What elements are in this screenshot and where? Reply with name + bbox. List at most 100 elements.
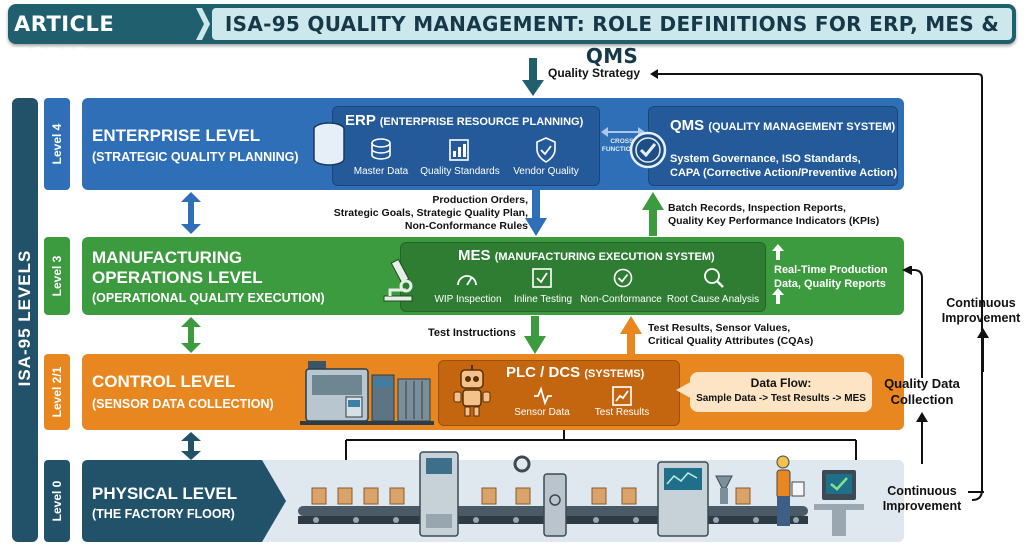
mes-item-root-cause: Root Cause Analysis [666, 294, 760, 305]
cross-functional-arrow-icon [601, 127, 645, 137]
qms-title: QMS [670, 117, 705, 134]
level-0-label: Level 0 [50, 480, 64, 522]
physical-subtitle: (THE FACTORY FLOOR) [92, 507, 235, 521]
dataflow-description: Sample Data -> Test Results -> MES [696, 393, 866, 404]
realtime-2: Data, Quality Reports [774, 278, 886, 290]
erp-item-master-data: Master Data [353, 166, 409, 177]
physical-title: PHYSICAL LEVEL [92, 484, 238, 503]
mes-title-wrap: MES (MANUFACTURING EXECUTION SYSTEM) [458, 247, 715, 264]
up-small-arrow-2 [772, 288, 784, 304]
factory-floor-illustration [298, 451, 864, 537]
sensor-signal-icon [534, 386, 552, 406]
cross-line-2: FUNCTIONAL [601, 146, 645, 153]
check-circle-icon [613, 268, 633, 288]
erp-item-quality-standards: Quality Standards [420, 166, 500, 177]
test-results-1: Test Results, Sensor Values, [648, 322, 791, 334]
qms-fullname: (QUALITY MANAGEMENT SYSTEM) [708, 121, 896, 133]
dataflow-pointer-icon [676, 380, 694, 400]
up-arrow-ci-right [977, 328, 989, 372]
ci-bottom-2: Improvement [882, 499, 962, 513]
level-4-label: Level 4 [50, 123, 64, 165]
qms-desc-1: System Governance, ISO Standards, [670, 153, 861, 165]
plc-title-wrap: PLC / DCS (SYSTEMS) [506, 364, 644, 381]
down-arrow-erp-mes [525, 190, 547, 236]
cross-line-1: CROSS- [610, 138, 636, 145]
mfg-subtitle: (OPERATIONAL QUALITY EXECUTION) [92, 291, 325, 305]
dataflow-callout [690, 372, 872, 412]
quality-standards-icon [449, 139, 469, 161]
ci-right-2: Improvement [941, 311, 1021, 325]
level-4-tab: Level 4 [44, 98, 70, 190]
test-results-note: Test Results, Sensor Values,Critical Qua… [648, 322, 813, 348]
qdc-line-2: Collection [890, 392, 954, 407]
level-21-tab: Level 2/1 [44, 354, 70, 430]
ci-bottom-1: Continuous [887, 484, 957, 498]
sidebar-label: ISA-95 LEVELS [15, 249, 34, 387]
qdc-line-1: Quality Data [884, 376, 960, 391]
plc-fullname: (SYSTEMS) [584, 368, 645, 380]
down-note-2: Strategic Goals, Strategic Quality Plan, [333, 207, 528, 219]
plc-item-sensor-data: Sensor Data [514, 407, 570, 418]
chart-report-icon [612, 386, 632, 406]
up-note-1: Batch Records, Inspection Reports, [668, 202, 846, 214]
dataflow-title: Data Flow: [750, 376, 812, 390]
robot-icon [453, 365, 491, 417]
physical-label-banner [82, 460, 286, 542]
cross-functional-label: CROSS-FUNCTIONAL [596, 138, 650, 154]
bidirectional-arrow-3 [181, 432, 201, 460]
quality-data-loop [902, 266, 923, 378]
database-icon [313, 122, 345, 166]
isa95-sidebar [12, 98, 38, 542]
down-arrow-mes-plc [524, 316, 546, 354]
shield-check-icon [536, 137, 556, 163]
master-data-icon [371, 138, 391, 160]
bidirectional-arrow-1 [181, 192, 201, 234]
quality-strategy-arrow [522, 58, 544, 96]
level-3-tab: Level 3 [44, 237, 70, 315]
down-note-3: Non-Conformance Rules [404, 220, 528, 232]
realtime-1: Real-Time Production [774, 264, 888, 276]
enterprise-subtitle: (STRATEGIC QUALITY PLANNING) [92, 150, 299, 164]
bidirectional-arrow-2 [181, 317, 201, 353]
page-title: ISA-95 QUALITY MANAGEMENT: ROLE DEFINITI… [212, 8, 1012, 68]
level-21-label: Level 2/1 [50, 366, 64, 418]
chevron-right-icon [196, 8, 210, 40]
up-arrow-to-qdc [916, 412, 928, 464]
enterprise-title: ENTERPRISE LEVEL [92, 126, 261, 145]
mes-title: MES [458, 247, 491, 264]
up-arrow-mes-qms [642, 192, 664, 236]
title-prefix: ARTICLE TOPIC: [14, 12, 115, 68]
magnifier-icon [704, 268, 724, 288]
test-results-2: Critical Quality Attributes (CQAs) [648, 335, 814, 347]
up-small-arrow-1 [772, 244, 784, 260]
up-arrow-plc-mes [620, 316, 642, 354]
up-note: Batch Records, Inspection Reports,Qualit… [668, 202, 879, 228]
plc-item-test-results: Test Results [594, 407, 650, 418]
quality-strategy-label: Quality Strategy [548, 66, 641, 80]
ci-bottom-connector [968, 491, 984, 493]
continuous-improvement-loop [650, 69, 983, 501]
mfg-title-2: OPERATIONS LEVEL [92, 268, 263, 287]
control-title: CONTROL LEVEL [92, 372, 236, 391]
mes-item-inline-testing: Inline Testing [513, 294, 573, 305]
qms-title-wrap: QMS (QUALITY MANAGEMENT SYSTEM) [670, 117, 895, 134]
plc-title: PLC / DCS [506, 364, 581, 381]
checkbox-icon [532, 268, 552, 288]
down-note: Production Orders,Strategic Goals, Strat… [300, 194, 528, 233]
microscope-icon [383, 258, 413, 302]
mfg-title-1: MANUFACTURING [92, 248, 243, 267]
qms-desc-2: CAPA (Corrective Action/Preventive Actio… [670, 167, 898, 179]
mes-item-wip-inspection: WIP Inspection [434, 294, 502, 305]
level-0-tab: Level 0 [44, 460, 70, 542]
check-badge-icon [629, 131, 667, 169]
qms-description: System Governance, ISO Standards, CAPA (C… [670, 152, 897, 180]
control-cabinet-icon [300, 361, 434, 425]
erp-title: ERP [345, 112, 376, 129]
down-note-1: Production Orders, [432, 194, 528, 206]
gauge-icon [457, 275, 477, 286]
mes-fullname: (MANUFACTURING EXECUTION SYSTEM) [494, 251, 715, 263]
